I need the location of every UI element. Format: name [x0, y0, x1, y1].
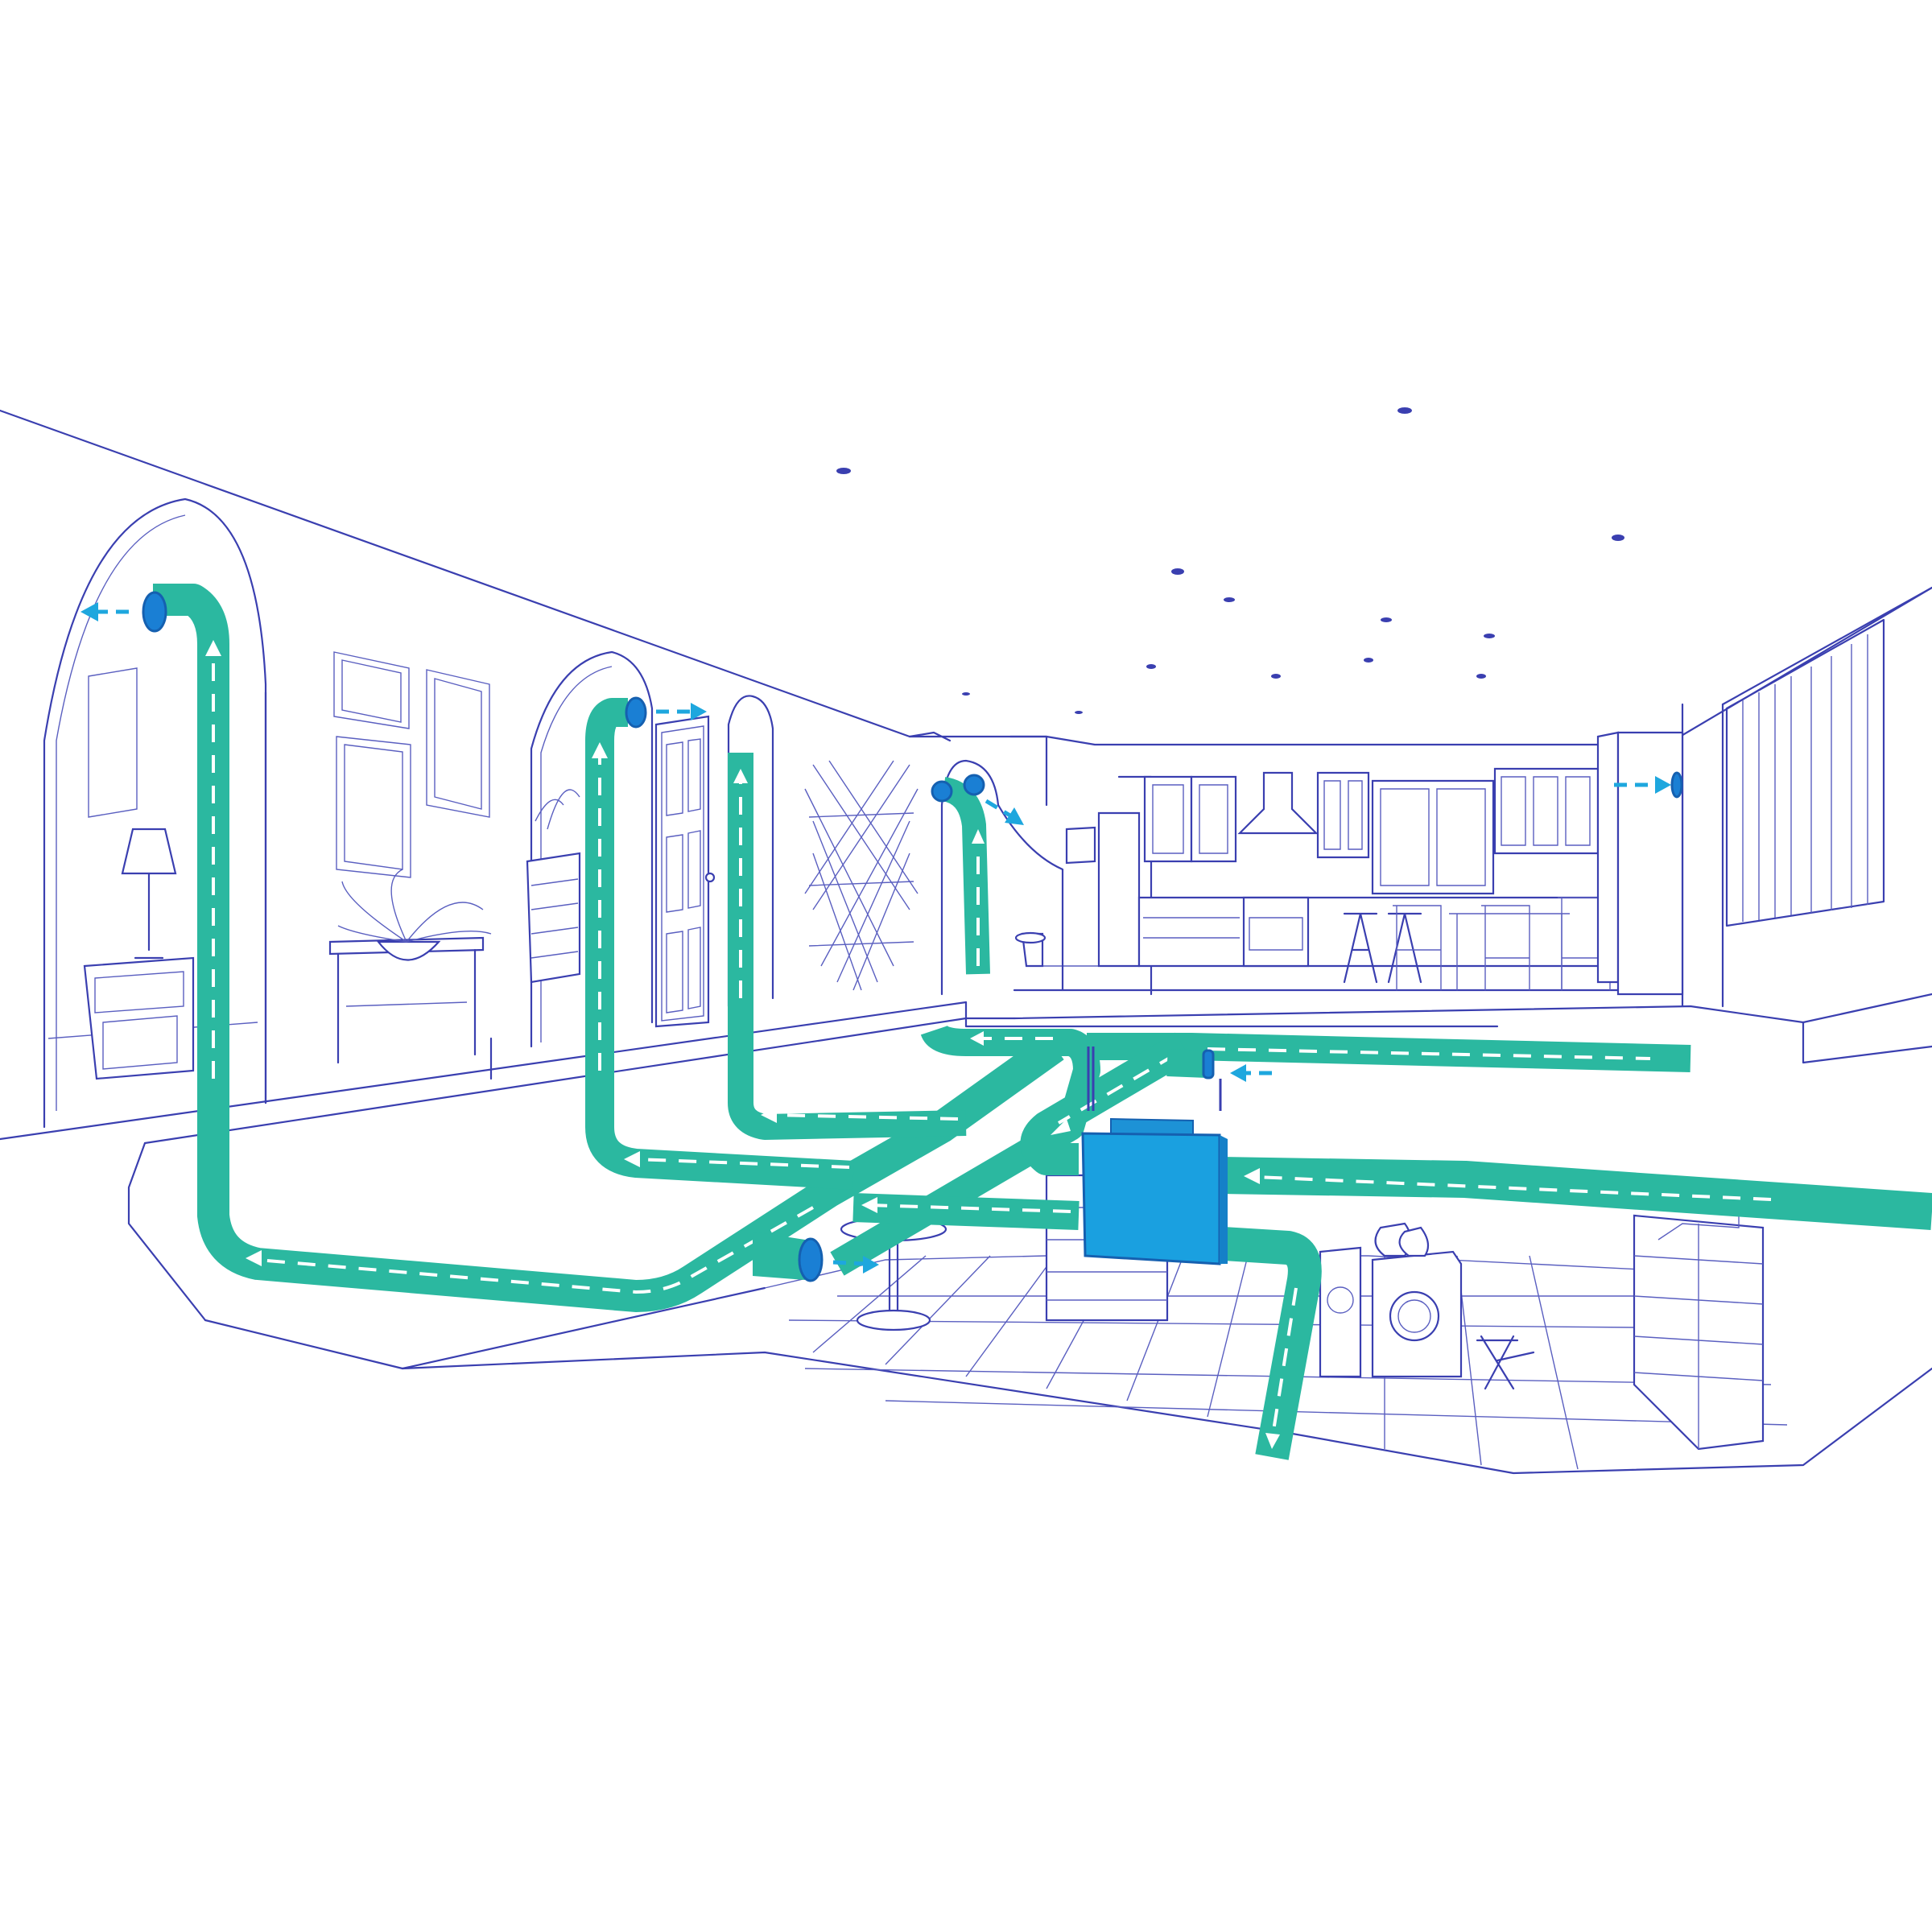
hallway-arches	[526, 650, 774, 1048]
extract-terminal-kitchen	[1670, 771, 1683, 799]
kitchen-window-icon	[1371, 779, 1495, 895]
plant-console-table-icon	[328, 869, 492, 1064]
upper-cabinets-icon	[1143, 767, 1600, 863]
drying-rack-icon	[1476, 1335, 1535, 1390]
supply-terminal-bathroom-b	[963, 774, 985, 796]
supply-terminal-basement	[798, 1237, 824, 1282]
lattice-shelf-icon	[804, 760, 919, 991]
storage-shelves-icon	[1633, 1211, 1765, 1451]
ductwork	[153, 584, 1932, 1460]
washing-machine-icon	[1319, 1222, 1463, 1378]
kitchen	[1117, 618, 1885, 996]
range-hood-icon	[1237, 771, 1319, 835]
arrow-right-icon	[1614, 776, 1671, 794]
toilet-icon	[1014, 931, 1046, 968]
curtains-icon	[1725, 618, 1885, 927]
door-icon	[654, 715, 716, 1028]
duct-terminals	[142, 591, 1683, 1282]
arrow-left-icon	[80, 602, 129, 621]
arrow-right-icon	[656, 703, 707, 720]
living-room-wall	[264, 651, 493, 1104]
supply-terminal-hallway	[625, 696, 647, 729]
arrow-right-icon	[832, 1256, 879, 1274]
supply-terminal-bathroom-a	[931, 780, 953, 803]
nightstand-icon	[83, 956, 195, 1080]
bar-stool-icon	[1343, 912, 1422, 984]
ventilation-unit-icon	[1081, 1046, 1228, 1265]
arrow-left-icon	[1230, 1064, 1272, 1082]
picture-frame-icon	[333, 651, 490, 878]
lamp-icon	[121, 828, 177, 960]
stove-icon	[1242, 896, 1310, 968]
bathroom-arch	[908, 731, 1141, 996]
duct-flow-arrowheads	[205, 640, 1280, 1449]
supply-terminal-living-room	[142, 591, 167, 633]
ceiling-lights	[836, 407, 1624, 714]
arrow-down-right-icon	[985, 799, 1024, 825]
living-room-arch	[43, 497, 267, 1121]
airflow-arrows	[80, 602, 1671, 1274]
